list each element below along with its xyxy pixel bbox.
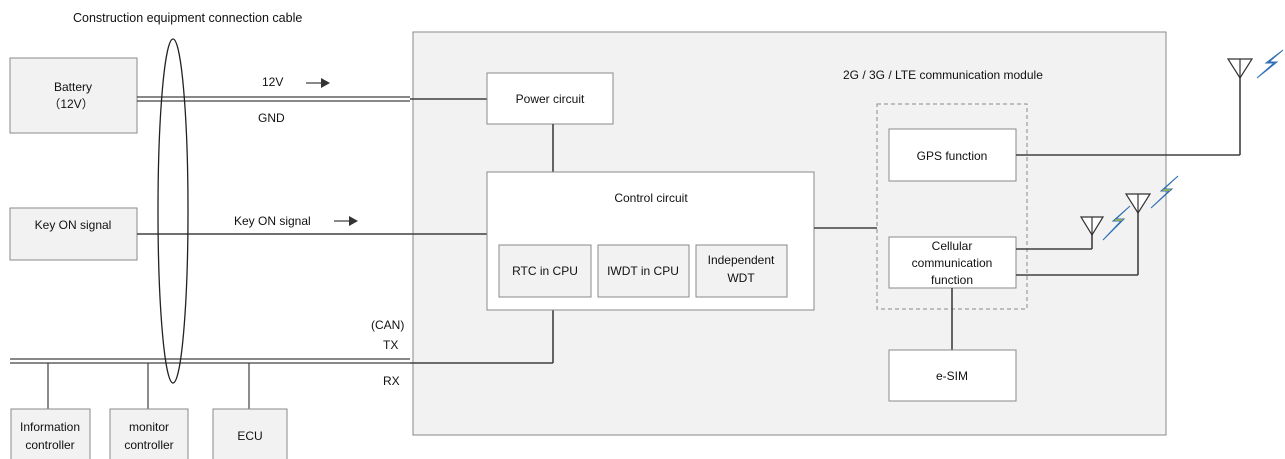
lightning-icon — [1102, 205, 1131, 241]
battery-label: Battery — [54, 80, 92, 94]
rx-label: RX — [383, 374, 400, 388]
svg-text:e-SIM: e-SIM — [936, 369, 968, 383]
svg-text:Cellular: Cellular — [932, 239, 973, 253]
information-controller-box: Information controller — [10, 408, 91, 459]
arrow-right-icon — [306, 78, 330, 88]
svg-text:controller: controller — [25, 438, 74, 452]
module-title: 2G / 3G / LTE communication module — [843, 68, 1043, 82]
svg-text:GPS function: GPS function — [917, 149, 988, 163]
svg-text:communication: communication — [912, 256, 993, 270]
ecu-box: ECU — [212, 408, 288, 459]
svg-text:Power circuit: Power circuit — [516, 92, 585, 106]
wire-12v-label: 12V — [262, 75, 283, 89]
can-label: (CAN) — [371, 318, 404, 332]
svg-text:ECU: ECU — [237, 429, 262, 443]
lightning-icon — [1256, 49, 1284, 79]
svg-text:Independent: Independent — [708, 253, 775, 267]
svg-text:IWDT in CPU: IWDT in CPU — [607, 264, 679, 278]
battery-box: Battery （12V） — [9, 57, 138, 134]
key-on-wire-label: Key ON signal — [234, 214, 311, 228]
cellular-function-box: Cellular communication function — [888, 236, 1017, 289]
svg-text:Information: Information — [20, 420, 80, 434]
independent-wdt-box: Independent WDT — [695, 244, 788, 298]
can-bus — [10, 310, 554, 409]
svg-text:WDT: WDT — [727, 271, 755, 285]
power-wires — [137, 96, 487, 102]
antenna-icon — [1124, 193, 1152, 215]
iwdt-box: IWDT in CPU — [597, 244, 690, 298]
monitor-controller-box: monitor controller — [109, 408, 189, 459]
arrow-right-icon — [334, 216, 358, 226]
cable-bundle-ellipse — [157, 38, 189, 384]
tx-label: TX — [383, 338, 398, 352]
diagram-title: Construction equipment connection cable — [73, 11, 302, 25]
key-on-box: Key ON signal — [9, 207, 138, 261]
power-circuit-box: Power circuit — [486, 72, 614, 125]
esim-box: e-SIM — [888, 349, 1017, 402]
lightning-icon — [1150, 175, 1179, 209]
gps-function-box: GPS function — [888, 128, 1017, 182]
key-on-box-label: Key ON signal — [35, 218, 112, 232]
wire-gnd-label: GND — [258, 111, 285, 125]
rtc-box: RTC in CPU — [498, 244, 592, 298]
svg-text:monitor: monitor — [129, 420, 169, 434]
battery-voltage-label: （12V） — [48, 97, 93, 111]
antenna-icon — [1079, 216, 1105, 237]
svg-text:RTC in CPU: RTC in CPU — [512, 264, 578, 278]
svg-text:Control circuit: Control circuit — [614, 191, 688, 205]
antenna-icon — [1226, 58, 1254, 80]
svg-text:function: function — [931, 273, 973, 287]
svg-text:controller: controller — [124, 438, 173, 452]
